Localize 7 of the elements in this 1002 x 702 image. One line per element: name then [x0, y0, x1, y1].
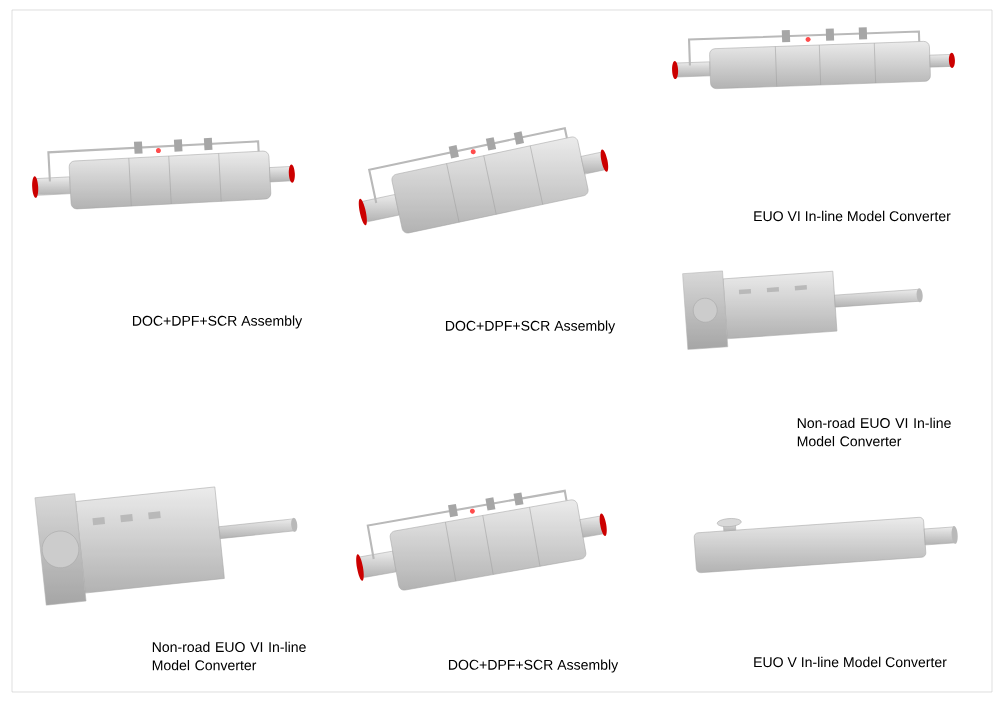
caption: EUO VI In-line Model Converter: [754, 210, 951, 222]
caption: Non-road EUO VI In-line Model Converter: [797, 417, 951, 447]
caption: EUO V In-line Model Converter: [754, 656, 947, 668]
caption: DOC+DPF+SCR Assembly: [133, 315, 303, 329]
caption: DOC+DPF+SCR Assembly: [446, 320, 616, 334]
caption: Non-road EUO VI In-line Model Converter: [152, 641, 306, 671]
caption: DOC+DPF+SCR Assembly: [449, 659, 619, 673]
